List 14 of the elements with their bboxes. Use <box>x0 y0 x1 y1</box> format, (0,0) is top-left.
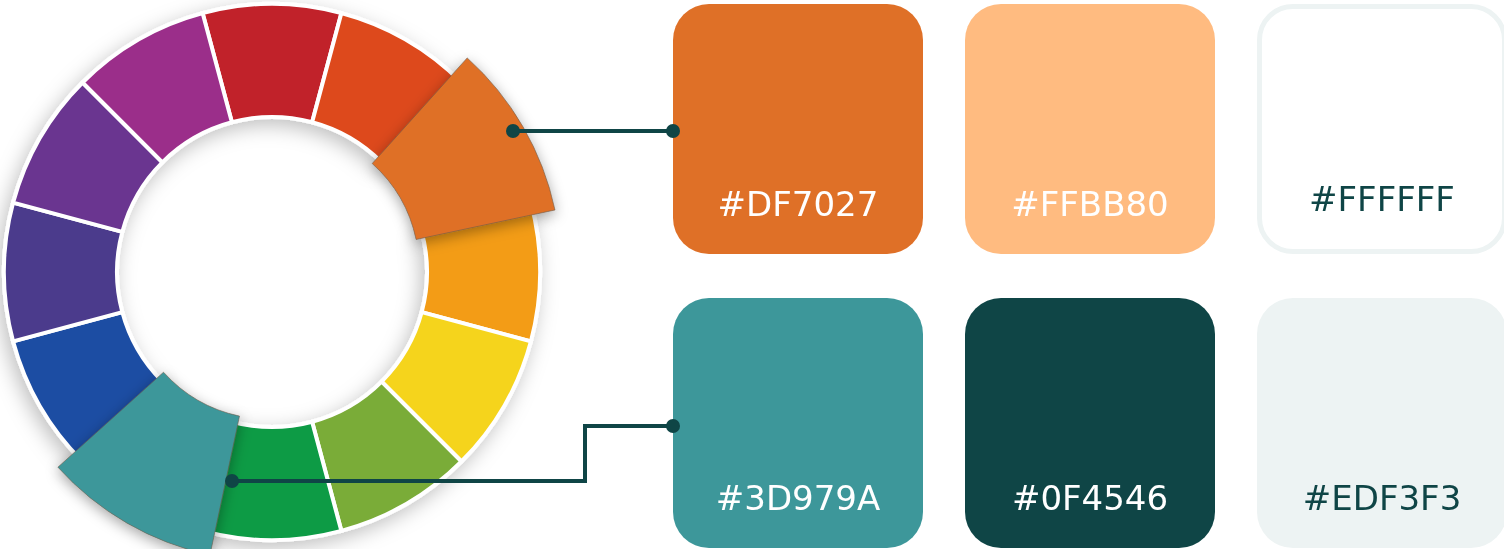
color-code: #DF7027 <box>716 184 880 224</box>
wheel-segment <box>371 57 556 240</box>
wheel-segment <box>57 371 240 549</box>
color-code: #0F4546 <box>1010 478 1170 518</box>
color-swatch <box>673 4 923 254</box>
color-swatch <box>965 298 1215 548</box>
leader-line <box>506 124 680 138</box>
leader-line <box>225 419 680 488</box>
color-code: #FFBB80 <box>1010 184 1170 224</box>
color-code: #3D979A <box>714 478 882 518</box>
color-swatch <box>673 298 923 548</box>
color-code: #FFFFFF <box>1308 179 1456 219</box>
color-code: #EDF3F3 <box>1301 478 1463 518</box>
color-swatch <box>965 4 1215 254</box>
